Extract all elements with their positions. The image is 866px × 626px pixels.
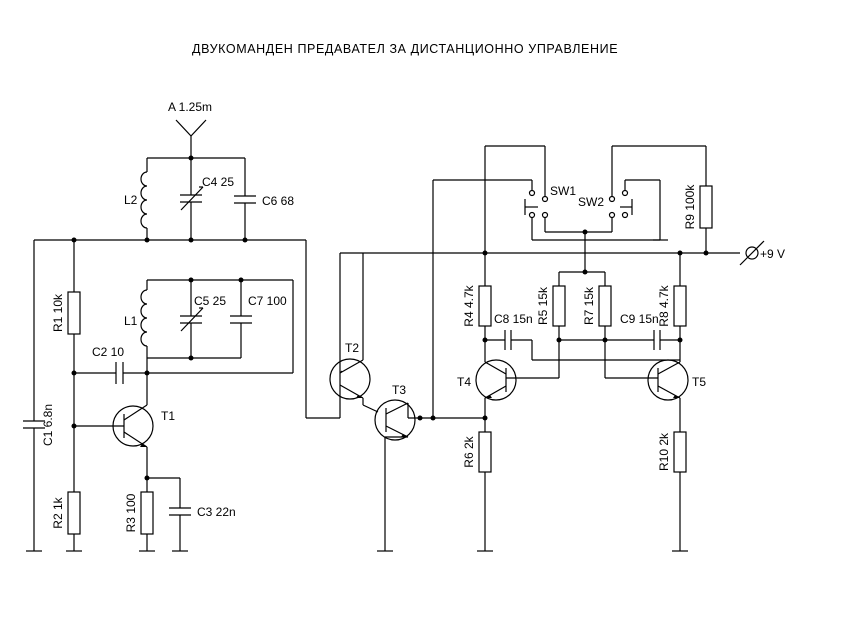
transistor-t2 [329,358,371,418]
capacitor-c3 [169,478,191,552]
t2-label: T2 [345,341,359,355]
capacitor-c6 [234,158,256,240]
resistor-r6 [478,431,492,473]
c9-label: C9 15n [620,312,659,326]
capacitor-c1 [23,240,45,552]
t5-label: T5 [692,375,706,389]
c1-label: C1 6.8n [41,404,55,446]
antenna-label: A 1.25m [168,100,212,114]
inductor-l1 [140,289,148,347]
c2-label: C2 10 [92,345,124,359]
c8-label: C8 15n [494,312,533,326]
r8-label: R8 4.7k [657,284,671,326]
transistor-t3 [374,399,416,441]
diagram-title: ДВУКОМАНДЕН ПРЕДАВАТЕЛ ЗА ДИСТАНЦИОННО У… [192,42,618,56]
l1-label: L1 [124,314,138,328]
resistor-r7 [598,285,612,327]
c4-label: C4 25 [202,175,234,189]
t4-label: T4 [457,375,471,389]
resistor-r3 [140,491,154,535]
r4-label: R4 4.7k [462,284,476,326]
r1-label: R1 10k [51,293,65,332]
capacitor-c2 [115,362,124,384]
r10-label: R10 2k [657,432,671,471]
transistor-t4 [475,359,559,401]
variable-capacitor-c5 [180,280,204,358]
capacitor-c7 [230,280,252,358]
capacitor-c8 [504,330,512,350]
resistor-r4 [478,285,492,327]
inductor-l2 [140,171,148,229]
r7-label: R7 15k [582,286,596,325]
supply-terminal [739,240,765,266]
capacitor-c9 [653,330,661,350]
r6-label: R6 2k [462,435,476,467]
supply-label: +9 V [760,247,785,261]
resistor-r5 [552,285,566,327]
transistor-t5 [605,359,689,401]
transistor-t1 [74,404,154,478]
c5-label: C5 25 [194,294,226,308]
t1-label: T1 [161,409,175,423]
switch-sw2 [608,189,633,219]
resistor-r2 [67,491,81,535]
resistor-r9 [699,185,713,229]
c6-label: C6 68 [262,194,294,208]
resistor-r1 [67,291,81,335]
r3-label: R3 100 [124,493,138,532]
sw1-label: SW1 [550,184,576,198]
variable-capacitor-c4 [180,158,204,240]
l2-label: L2 [124,193,138,207]
resistor-r8 [673,285,687,327]
t3-label: T3 [392,383,406,397]
sw2-label: SW2 [578,195,604,209]
switch-sw1 [524,189,549,219]
c3-label: C3 22n [197,505,236,519]
resistor-r10 [673,431,687,473]
r5-label: R5 15k [536,286,550,325]
r9-label: R9 100k [683,184,697,230]
c7-label: C7 100 [248,294,287,308]
antenna [175,119,207,158]
r2-label: R2 1k [51,496,65,528]
